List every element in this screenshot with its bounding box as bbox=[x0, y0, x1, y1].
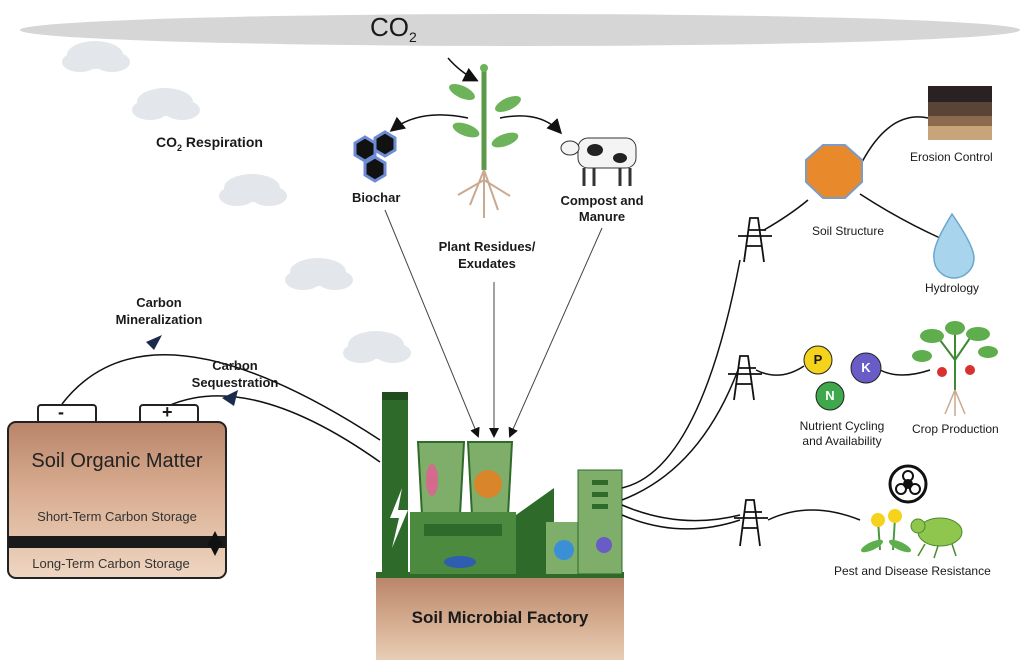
sky-cloud-band bbox=[20, 14, 1020, 46]
nitrogen-label: N bbox=[825, 388, 835, 403]
long-term-storage-label: Long-Term Carbon Storage bbox=[32, 556, 190, 571]
water-drop-icon bbox=[933, 212, 975, 279]
power-line bbox=[621, 504, 741, 522]
plant-to-compost-arrow bbox=[499, 115, 563, 135]
compost-input-arrow bbox=[508, 227, 603, 438]
erosion-control-label: Erosion Control bbox=[910, 150, 993, 164]
biochar-label: Biochar bbox=[352, 190, 401, 205]
connector-line bbox=[879, 369, 931, 376]
plant-icon bbox=[449, 64, 521, 218]
carbon-sequestration-arrow bbox=[167, 395, 381, 463]
nitrogen-icon bbox=[815, 381, 845, 411]
connector-line bbox=[859, 193, 941, 239]
carbon-mineralization-label: Carbon Mineralization bbox=[115, 295, 203, 327]
co2-atmosphere-label: CO2 bbox=[370, 12, 417, 46]
power-pylon-icon bbox=[734, 499, 768, 547]
connector-line bbox=[767, 509, 861, 521]
soil-profile-icon bbox=[928, 86, 992, 140]
connector-line bbox=[763, 199, 809, 231]
power-line bbox=[621, 369, 739, 501]
soil-structure-label: Soil Structure bbox=[812, 224, 885, 238]
power-line bbox=[621, 514, 741, 530]
factory-soil-base bbox=[376, 576, 624, 660]
power-pylon-icon bbox=[738, 217, 772, 263]
factory-icon bbox=[382, 392, 623, 575]
cloud-icon bbox=[343, 331, 411, 363]
aphid-icon bbox=[910, 517, 963, 559]
pest-disease-label: Pest and Disease Resistance bbox=[834, 564, 991, 578]
potassium-icon bbox=[850, 352, 882, 384]
battery-minus-label: - bbox=[58, 402, 64, 422]
cloud-icon bbox=[62, 41, 130, 72]
nutrient-cycling-label: Nutrient Cycling and Availability bbox=[799, 419, 885, 448]
co2-respiration-label: CO2 Respiration bbox=[156, 134, 263, 153]
factory-ground bbox=[376, 572, 624, 578]
phosphorus-icon bbox=[803, 345, 833, 375]
co2-uptake-arrow bbox=[447, 57, 479, 82]
cloud-icon bbox=[219, 174, 287, 206]
cloud-icon bbox=[132, 88, 200, 120]
cow-icon bbox=[560, 137, 637, 186]
power-pylon-icon bbox=[728, 355, 762, 401]
soil-organic-matter-label: Soil Organic Matter bbox=[31, 450, 203, 472]
soil-microbial-factory-label: Soil Microbial Factory bbox=[411, 608, 589, 627]
biochar-input-arrow bbox=[384, 209, 480, 438]
carbon-mineralization-arrowhead bbox=[146, 335, 162, 350]
crop-production-label: Crop Production bbox=[912, 422, 999, 436]
dandelion-icon bbox=[860, 509, 912, 553]
biohazard-icon bbox=[888, 464, 928, 504]
phosphorus-label: P bbox=[813, 352, 823, 367]
hydrology-label: Hydrology bbox=[925, 281, 980, 295]
short-term-storage-label: Short-Term Carbon Storage bbox=[37, 509, 197, 524]
carbon-mineralization-arrow bbox=[61, 354, 381, 441]
carbon-sequestration-arrowhead bbox=[222, 390, 238, 406]
soil-structure-icon bbox=[805, 144, 863, 199]
soil-battery bbox=[7, 404, 227, 579]
biochar-icon bbox=[353, 130, 397, 183]
plant-to-biochar-arrow bbox=[389, 114, 469, 132]
cloud-icon bbox=[285, 258, 353, 290]
carbon-sequestration-label: Carbon Sequestration bbox=[191, 358, 279, 390]
connector-line bbox=[755, 365, 805, 376]
compost-manure-label: Compost and Manure bbox=[560, 193, 644, 224]
connector-line bbox=[861, 116, 929, 163]
plant-residues-label: Plant Residues/ Exudates bbox=[438, 239, 536, 271]
potassium-label: K bbox=[861, 360, 871, 375]
strawberry-plant-icon bbox=[912, 321, 998, 416]
battery-plus-label: + bbox=[162, 402, 173, 422]
power-line bbox=[621, 259, 741, 489]
